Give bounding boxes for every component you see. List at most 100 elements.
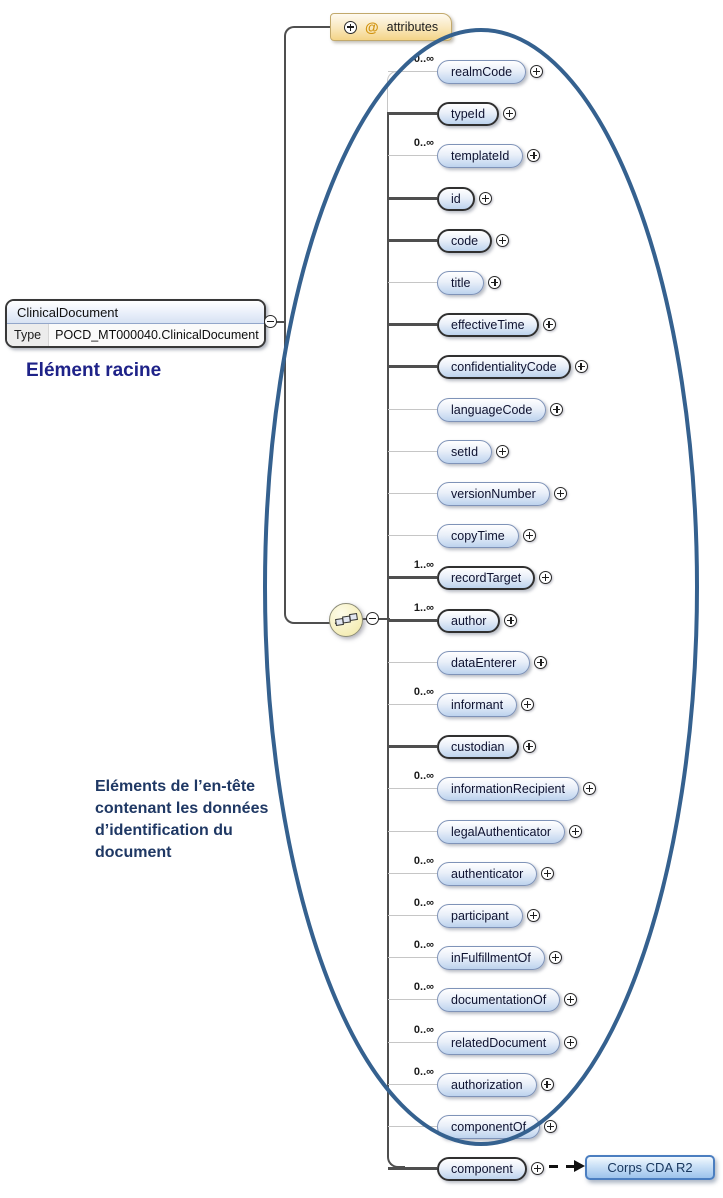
- element-row-setId: setId: [388, 438, 510, 465]
- element-box-setId[interactable]: setId: [437, 439, 493, 464]
- connector-line: [388, 1126, 437, 1127]
- element-row-participant: 0..∞participant: [388, 897, 540, 929]
- element-box-documentationOf[interactable]: documentationOf: [437, 987, 561, 1012]
- expand-plus-icon[interactable]: [574, 360, 588, 373]
- element-row-informant: 0..∞informant: [388, 686, 535, 718]
- element-box-relatedDocument[interactable]: relatedDocument: [437, 1030, 561, 1055]
- occurrence-label: 1..∞: [413, 602, 434, 614]
- element-box-effectiveTime[interactable]: effectiveTime: [437, 312, 539, 337]
- element-box-author[interactable]: author: [437, 608, 501, 633]
- expand-plus-icon[interactable]: [488, 276, 502, 289]
- expand-plus-icon[interactable]: [542, 318, 556, 331]
- element-box-component[interactable]: component: [437, 1156, 527, 1181]
- element-box-versionNumber[interactable]: versionNumber: [437, 481, 550, 506]
- expand-plus-icon[interactable]: [540, 1078, 554, 1091]
- element-row-versionNumber: versionNumber: [388, 480, 567, 507]
- element-box-recordTarget[interactable]: recordTarget: [437, 565, 536, 590]
- element-label: informationRecipient: [451, 781, 565, 796]
- element-box-title[interactable]: title: [437, 270, 485, 295]
- expand-plus-icon[interactable]: [496, 234, 510, 247]
- expand-plus-icon[interactable]: [550, 403, 564, 416]
- annotation-line: d’identification du: [95, 822, 233, 839]
- element-box-informant[interactable]: informant: [437, 692, 518, 717]
- root-element-box[interactable]: ClinicalDocument Type POCD_MT000040.Clin…: [5, 299, 266, 348]
- element-label: documentationOf: [451, 992, 547, 1007]
- element-box-dataEnterer[interactable]: dataEnterer: [437, 650, 531, 675]
- connector-line: [388, 493, 437, 494]
- element-box-typeId[interactable]: typeId: [437, 101, 500, 126]
- element-row-custodian: custodian: [388, 733, 536, 760]
- root-type-value: POCD_MT000040.ClinicalDocument: [49, 324, 264, 346]
- element-label: code: [451, 233, 479, 248]
- element-box-templateId[interactable]: templateId: [437, 143, 524, 168]
- element-row-languageCode: languageCode: [388, 396, 564, 423]
- element-row-title: title: [388, 269, 502, 296]
- expand-plus-icon[interactable]: [521, 698, 535, 711]
- sequence-compositor-icon[interactable]: [329, 603, 363, 637]
- element-label: dataEnterer: [451, 655, 517, 670]
- expand-plus-icon[interactable]: [526, 909, 540, 922]
- expand-plus-icon[interactable]: [539, 571, 553, 584]
- element-row-confidentialityCode: confidentialityCode: [388, 353, 588, 380]
- element-row-componentOf: componentOf: [388, 1113, 558, 1140]
- expand-plus-icon[interactable]: [496, 445, 510, 458]
- connector-line: [388, 1167, 437, 1170]
- element-box-realmCode[interactable]: realmCode: [437, 59, 527, 84]
- element-box-copyTime[interactable]: copyTime: [437, 523, 519, 548]
- element-label: participant: [451, 908, 509, 923]
- expand-plus-icon[interactable]: [530, 1162, 544, 1175]
- expand-plus-icon[interactable]: [534, 656, 548, 669]
- attributes-box[interactable]: @ attributes: [330, 13, 453, 41]
- element-box-languageCode[interactable]: languageCode: [437, 397, 547, 422]
- occurrence-label: 0..∞: [413, 770, 434, 782]
- expand-plus-icon[interactable]: [344, 20, 357, 34]
- connector-line: [388, 71, 437, 72]
- element-label: relatedDocument: [451, 1035, 547, 1050]
- expand-plus-icon[interactable]: [530, 65, 544, 78]
- element-row-relatedDocument: 0..∞relatedDocument: [388, 1024, 578, 1056]
- element-row-documentationOf: 0..∞documentationOf: [388, 981, 578, 1013]
- expand-plus-icon[interactable]: [548, 951, 562, 964]
- expand-plus-icon[interactable]: [544, 1120, 558, 1133]
- expand-plus-icon[interactable]: [569, 825, 583, 838]
- element-box-id[interactable]: id: [437, 186, 475, 211]
- occurrence-label: 0..∞: [413, 53, 434, 65]
- expand-plus-icon[interactable]: [582, 782, 596, 795]
- element-label: informant: [451, 697, 504, 712]
- element-box-inFulfillmentOf[interactable]: inFulfillmentOf: [437, 945, 545, 970]
- element-box-authorization[interactable]: authorization: [437, 1072, 537, 1097]
- occurrence-label: 0..∞: [413, 855, 434, 867]
- expand-plus-icon[interactable]: [564, 993, 578, 1006]
- expand-plus-icon[interactable]: [564, 1036, 578, 1049]
- collapse-minus-icon[interactable]: [366, 612, 379, 625]
- expand-plus-icon[interactable]: [522, 529, 536, 542]
- connector-line: [388, 451, 437, 452]
- expand-plus-icon[interactable]: [503, 107, 517, 120]
- connector-line: [388, 915, 437, 916]
- expand-plus-icon[interactable]: [504, 614, 518, 627]
- element-box-authenticator[interactable]: authenticator: [437, 861, 538, 886]
- expand-plus-icon[interactable]: [541, 867, 555, 880]
- expand-plus-icon[interactable]: [478, 192, 492, 205]
- element-box-legalAuthenticator[interactable]: legalAuthenticator: [437, 819, 566, 844]
- element-row-component: component: [388, 1155, 544, 1182]
- element-label: setId: [451, 444, 479, 459]
- expand-plus-icon[interactable]: [527, 149, 541, 162]
- connector-line: [388, 576, 437, 579]
- element-box-componentOf[interactable]: componentOf: [437, 1114, 541, 1139]
- external-content-box[interactable]: Corps CDA R2: [585, 1155, 715, 1180]
- element-box-code[interactable]: code: [437, 228, 493, 253]
- expand-plus-icon[interactable]: [553, 487, 567, 500]
- collapse-minus-icon[interactable]: [264, 315, 277, 328]
- element-box-confidentialityCode[interactable]: confidentialityCode: [437, 354, 571, 379]
- element-box-participant[interactable]: participant: [437, 903, 523, 928]
- element-row-authenticator: 0..∞authenticator: [388, 855, 555, 887]
- element-label: id: [451, 191, 461, 206]
- connector-line: [388, 155, 437, 156]
- element-box-informationRecipient[interactable]: informationRecipient: [437, 776, 579, 801]
- element-box-custodian[interactable]: custodian: [437, 734, 519, 759]
- expand-plus-icon[interactable]: [522, 740, 536, 753]
- root-connector-stub: [276, 321, 285, 323]
- connector-line: [388, 873, 437, 874]
